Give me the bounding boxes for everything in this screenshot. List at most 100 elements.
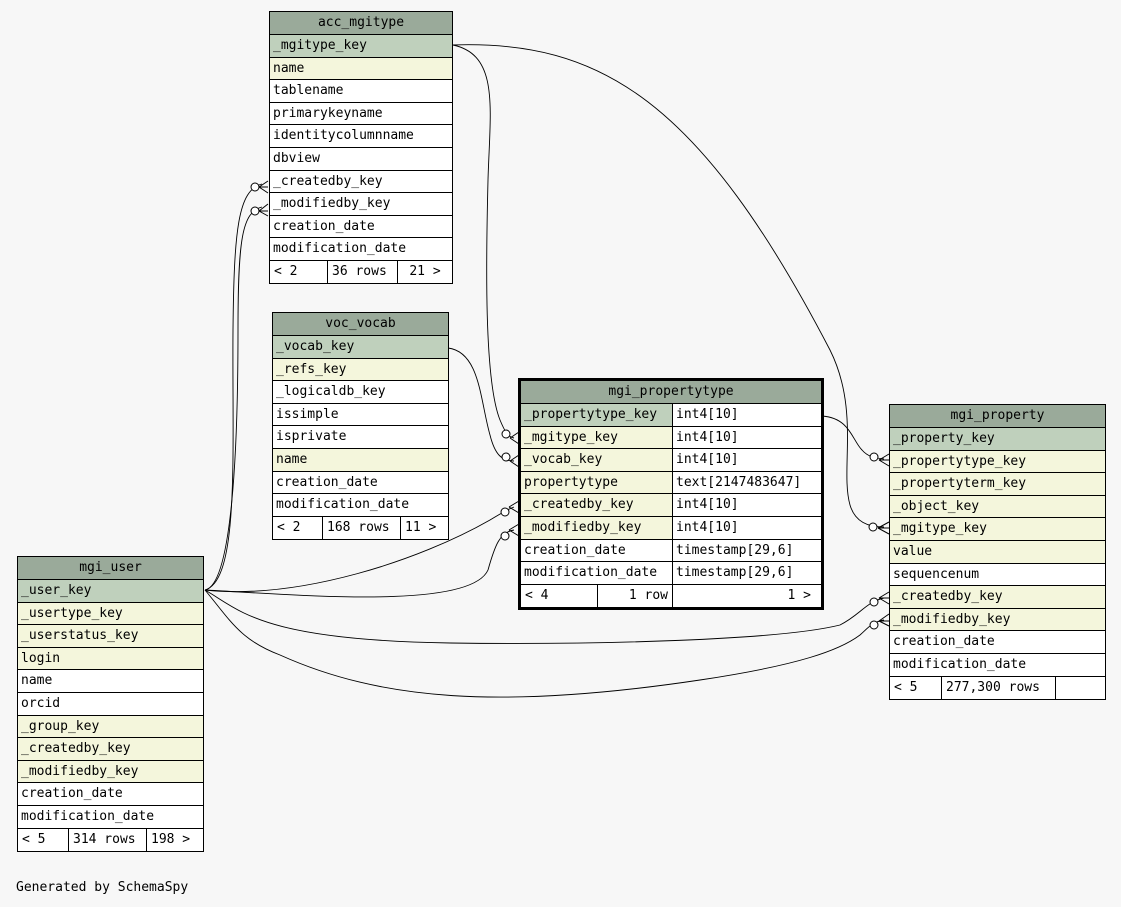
column-row-createdby-key[interactable]: _createdby_key: [270, 171, 452, 194]
parents-link[interactable]: < 4: [521, 584, 598, 607]
column-name: sequencenum: [893, 566, 980, 582]
column-row-modifiedby-key[interactable]: _modifiedby_key: [18, 760, 203, 784]
column-row-mgitype-key[interactable]: _mgitype_key: [270, 35, 452, 58]
column-row-creation-date[interactable]: creation_date: [890, 631, 1105, 654]
column-row-dbview[interactable]: dbview: [270, 148, 452, 171]
table-footer: < 5 314 rows 198 >: [18, 828, 203, 851]
column-row-propertytype-key[interactable]: _propertytype_key: [890, 450, 1105, 474]
column-row-creation-date[interactable]: creation_date: [270, 216, 452, 239]
column-row-modification-date[interactable]: modification_date: [270, 238, 452, 261]
column-row-creation-date[interactable]: creation_date: [18, 783, 203, 806]
column-row-mgitype-key[interactable]: _mgitype_key: [890, 518, 1105, 541]
column-name: _propertytype_key: [893, 453, 1027, 469]
table-mgi_user[interactable]: mgi_user _user_key_usertype_key _userstat…: [17, 556, 204, 852]
column-row-group-key[interactable]: _group_key: [18, 715, 203, 739]
column-name: name: [276, 451, 308, 467]
column-row-name[interactable]: name: [270, 57, 452, 81]
parents-link[interactable]: < 5: [890, 676, 942, 699]
column-row-usertype-key[interactable]: _usertype_key: [18, 602, 203, 626]
column-name: _propertyterm_key: [893, 476, 1027, 492]
parents-link[interactable]: < 2: [270, 260, 328, 283]
column-row-propertyterm-key[interactable]: _propertyterm_key: [890, 473, 1105, 496]
column-name: _modifiedby_key: [893, 611, 1011, 627]
column-name: orcid: [21, 695, 61, 711]
column-list: _property_key _propertytype_key _propertyt…: [890, 428, 1105, 677]
column-row-vocab-key[interactable]: _vocab_key: [273, 336, 448, 359]
table-title[interactable]: mgi_user: [18, 557, 203, 580]
children-link[interactable]: 21 >: [409, 263, 441, 279]
column-name: _createdby_key: [273, 173, 383, 189]
column-row-name[interactable]: name: [18, 670, 203, 693]
children-link[interactable]: [1056, 677, 1105, 699]
column-name: _modifiedby_key: [273, 196, 391, 212]
column-name: identitycolumnname: [273, 128, 414, 144]
column-row-login[interactable]: login: [18, 647, 203, 671]
column-row-createdby-key[interactable]: _createdby_key: [18, 738, 203, 761]
column-name: modification_date: [276, 497, 410, 513]
column-row-modification-date[interactable]: modification_date: [890, 654, 1105, 677]
column-row-property-key[interactable]: _property_key: [890, 428, 1105, 451]
row-count: 168 rows: [323, 516, 401, 539]
column-name: _refs_key: [276, 361, 347, 377]
column-row-sequencenum[interactable]: sequencenum: [890, 564, 1105, 587]
generated-by-text: Generated by SchemaSpy: [16, 880, 189, 895]
column-name: _modifiedby_key: [524, 519, 642, 535]
column-row-modification-date[interactable]: modification_date: [18, 806, 203, 829]
table-title[interactable]: voc_vocab: [273, 313, 448, 336]
column-name: creation_date: [21, 786, 123, 802]
column-name: _createdby_key: [893, 589, 1003, 605]
column-name: login: [21, 650, 61, 666]
column-row-user-key[interactable]: _user_key: [18, 580, 203, 603]
table-mgi_property[interactable]: mgi_property _property_key _propertytype_…: [889, 404, 1106, 700]
column-type: text[2147483647]: [672, 471, 821, 494]
edge-user-to-mgitype-createdby: [204, 183, 263, 591]
column-row-tablename[interactable]: tablename: [270, 80, 452, 103]
column-row-primarykeyname[interactable]: primarykeyname: [270, 103, 452, 126]
column-name: primarykeyname: [273, 105, 383, 121]
column-row-isprivate[interactable]: isprivate: [273, 426, 448, 449]
children-link[interactable]: 198 >: [151, 831, 191, 847]
column-row-createdby-key[interactable]: _createdby_key: [890, 586, 1105, 609]
column-row-creation-date[interactable]: creation_date: [273, 472, 448, 495]
children-link[interactable]: 11 >: [405, 519, 437, 535]
children-link[interactable]: 1 >: [787, 587, 811, 603]
column-row-issimple[interactable]: issimple: [273, 404, 448, 427]
table-title[interactable]: acc_mgitype: [270, 12, 452, 35]
column-row-orcid[interactable]: orcid: [18, 693, 203, 716]
column-name: _modifiedby_key: [21, 763, 139, 779]
column-row-modification-date[interactable]: modification_date: [273, 494, 448, 517]
table-footer: < 5 277,300 rows: [890, 676, 1105, 699]
parents-link[interactable]: < 2: [273, 516, 323, 539]
column-type: timestamp[29,6]: [672, 539, 821, 562]
column-row-refs-key[interactable]: _refs_key: [273, 358, 448, 382]
column-row-modifiedby-key[interactable]: _modifiedby_key: [270, 193, 452, 216]
column-name: _property_key: [893, 431, 995, 446]
column-row-identitycolumnname[interactable]: identitycolumnname: [270, 125, 452, 148]
column-row-object-key[interactable]: _object_key: [890, 495, 1105, 519]
column-row-name[interactable]: name: [273, 448, 448, 472]
table-title[interactable]: mgi_property: [890, 405, 1105, 428]
column-row-value[interactable]: value: [890, 540, 1105, 564]
column-name: creation_date: [273, 218, 375, 234]
column-row-logicaldb-key[interactable]: _logicaldb_key: [273, 381, 448, 404]
parents-link[interactable]: < 5: [18, 828, 69, 851]
column-name: name: [273, 60, 305, 76]
column-name: _userstatus_key: [21, 628, 139, 644]
row-count: 1 row: [598, 584, 673, 607]
table-voc_vocab[interactable]: voc_vocab _vocab_key _refs_key _logicaldb_…: [272, 312, 449, 540]
column-row-modifiedby-key[interactable]: _modifiedby_key: [890, 608, 1105, 632]
column-row-userstatus-key[interactable]: _userstatus_key: [18, 625, 203, 648]
table-title[interactable]: mgi_propertytype: [521, 381, 821, 404]
column-name: modification_date: [524, 565, 658, 581]
